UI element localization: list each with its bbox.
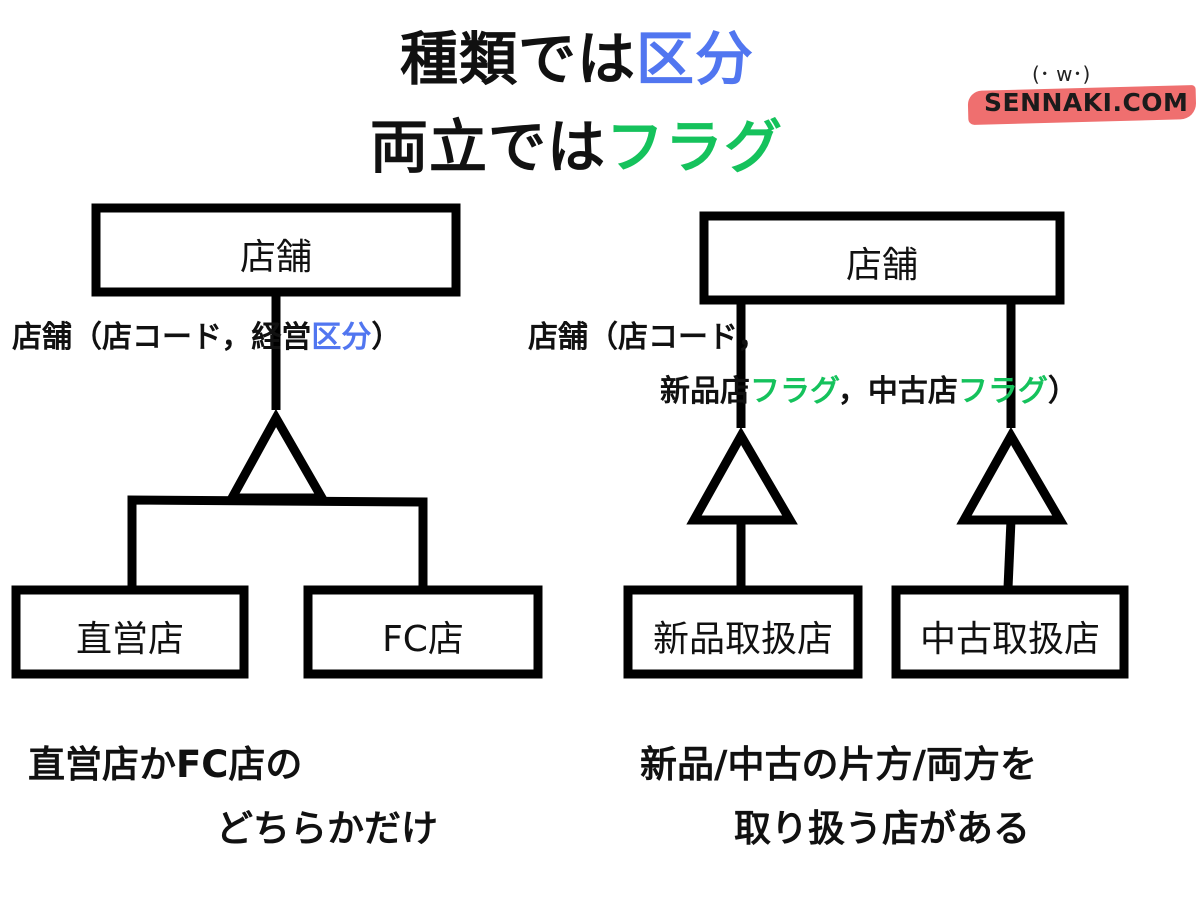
left-caption-line1: 直営店かFC店の [28, 743, 303, 786]
left-child1-box [11, 585, 249, 679]
title-line1-prefix: 種類では [400, 25, 637, 93]
logo-text: SENNAKI.COM [984, 88, 1189, 117]
right-new-triangle [686, 426, 798, 525]
right-attr-part2: ，中古店 [837, 374, 958, 409]
right-caption-line1: 新品/中古の片方/両方を [640, 743, 1038, 786]
title-line2: 両立ではフラグ [370, 100, 783, 184]
right-used-triangle [956, 426, 1068, 525]
right-child2-label: 中古取扱店 [919, 619, 1100, 660]
left-caption-line2: どちらかだけ [216, 807, 438, 850]
title-line1: 種類では区分 [400, 12, 754, 96]
right-attr-flag1: フラグ [750, 374, 838, 409]
title-line1-highlight: 区分 [636, 25, 755, 93]
right-child1-box [623, 585, 863, 679]
title-line2-highlight: フラグ [606, 113, 784, 181]
right-child1-label: 新品取扱店 [652, 619, 833, 660]
left-children-connector [127, 495, 428, 588]
right-attr-part3: ） [1047, 374, 1078, 409]
left-attr-highlight: 区分 [311, 320, 372, 355]
right-attr-flag2: フラグ [957, 374, 1048, 409]
right-caption-line2: 取り扱う店がある [734, 807, 1030, 850]
right-parent-label: 店舗 [845, 245, 918, 286]
right-child2-box [891, 585, 1129, 679]
left-child2-box [303, 585, 543, 679]
left-inheritance-triangle [224, 408, 330, 503]
title-line2-prefix: 両立では [370, 113, 607, 181]
left-parent-box [91, 203, 461, 297]
left-parent-label: 店舗 [239, 237, 312, 278]
left-attr-suffix: ） [371, 320, 402, 355]
left-child1-label: 直営店 [75, 619, 184, 660]
left-child2-label: FC店 [382, 619, 464, 660]
left-attribute-text: 店舗（店コード，経営区分） [12, 312, 401, 356]
right-parent-box [699, 211, 1065, 305]
left-attr-prefix: 店舗（店コード，経営 [12, 320, 312, 355]
logo-face: (･ w･) [1032, 62, 1091, 86]
right-used-child-connector [1003, 519, 1016, 589]
right-attribute-line2: 新品店フラグ，中古店フラグ） [660, 366, 1078, 410]
right-attribute-line1: 店舗（店コード， [528, 320, 768, 355]
right-attr-part1: 新品店 [660, 374, 750, 409]
